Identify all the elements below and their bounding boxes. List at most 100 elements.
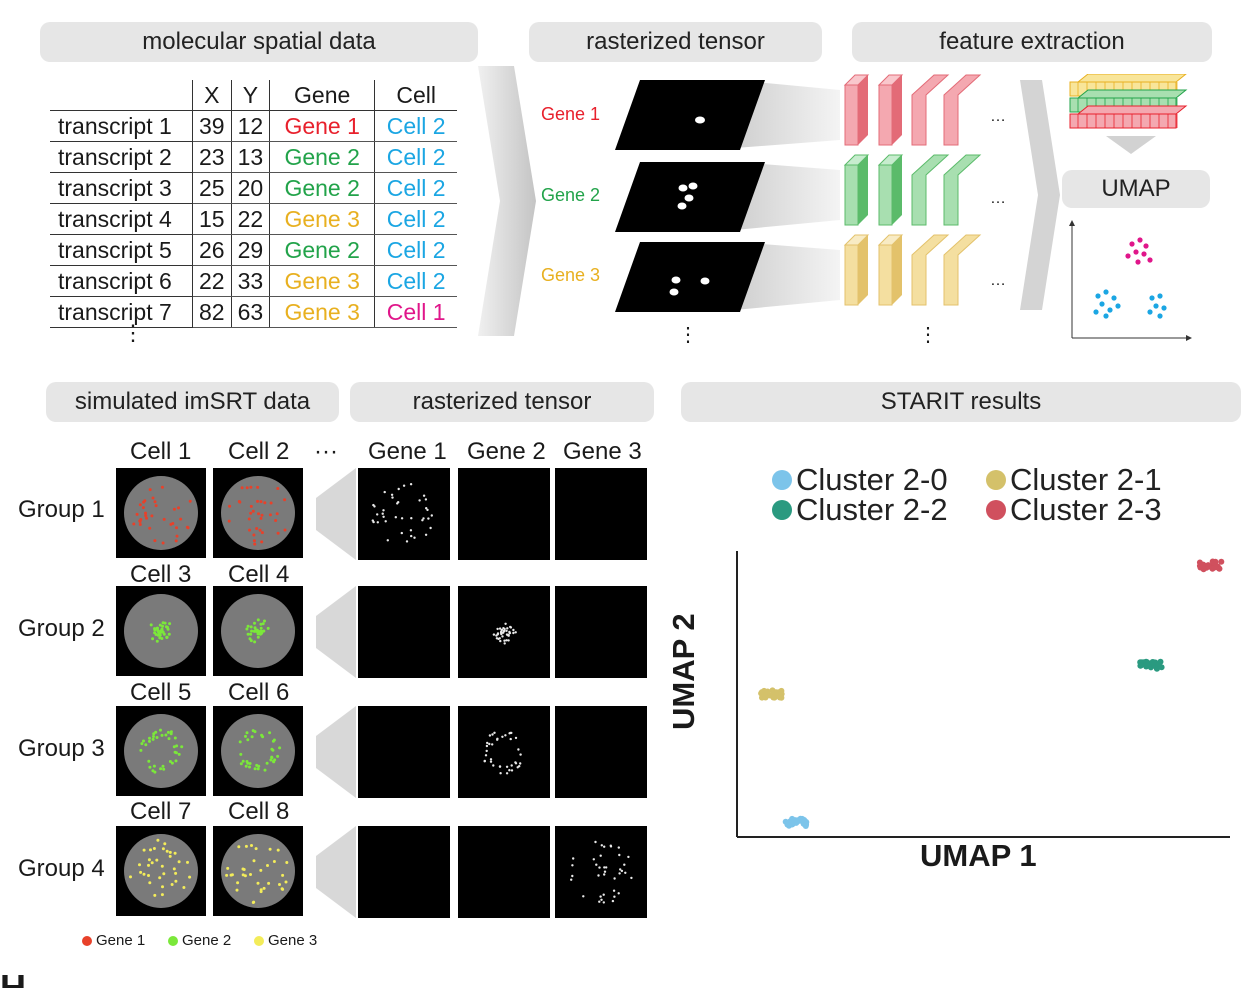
umap-point-cluster-1 <box>776 694 783 701</box>
table-header-empty <box>50 80 193 111</box>
umap-point-cluster-0 <box>799 815 806 822</box>
umap-point-cluster-0 <box>802 823 809 829</box>
mini-umap-point <box>1129 241 1135 247</box>
mini-umap-point <box>1099 301 1105 307</box>
slice-dot <box>695 116 705 124</box>
feature-ellipsis-2: … <box>990 190 1006 207</box>
mini-umap-point <box>1093 309 1099 315</box>
cell-cell: Cell 2 <box>374 110 458 142</box>
y-value-cell: 63 <box>230 296 270 328</box>
gene-raster-box <box>458 706 550 798</box>
mini-umap-point <box>1153 303 1159 309</box>
sim-legend-gene2: Gene 2 <box>168 932 231 949</box>
umap-point-cluster-2 <box>1149 659 1156 665</box>
x-value-cell: 22 <box>192 265 232 297</box>
gene-raster-box <box>358 586 450 678</box>
mini-umap-point <box>1161 305 1167 311</box>
raster-vdots: ⋮ <box>678 324 698 346</box>
projection-beam-3 <box>735 242 840 310</box>
gene-cell: Gene 3 <box>269 296 375 328</box>
transcript-name-cell: transcript 2 <box>50 141 193 173</box>
stack-layer-top <box>1076 105 1188 115</box>
transcript-name-cell: transcript 4 <box>50 203 193 235</box>
projection-beam-1 <box>735 80 840 148</box>
downward-arrowhead <box>1106 136 1156 154</box>
table-header-y: Y <box>230 80 270 111</box>
gene-cell: Gene 1 <box>269 110 375 142</box>
mini-umap-point <box>1125 253 1131 259</box>
y-value-cell: 33 <box>230 265 270 297</box>
transcript-name-cell: transcript 3 <box>50 172 193 204</box>
cluster-legend-2-0: Cluster 2-0 <box>772 462 948 498</box>
y-value-cell: 20 <box>230 172 270 204</box>
gene-raster-box <box>555 586 647 678</box>
table-vdots: ⋮ <box>122 320 144 345</box>
gene-cell: Gene 3 <box>269 203 375 235</box>
cluster-legend-2-2: Cluster 2-2 <box>772 492 948 528</box>
group-label-4: Group 4 <box>18 855 105 882</box>
mini-umap-point <box>1103 313 1109 319</box>
slice-dot <box>684 194 694 202</box>
starit-results-header: STARIT results <box>681 382 1241 422</box>
gene-cell: Gene 2 <box>269 172 375 204</box>
mini-umap-point <box>1157 293 1163 299</box>
gene-cell: Gene 2 <box>269 141 375 173</box>
cell-image <box>116 826 206 916</box>
gene-raster-box <box>458 586 550 678</box>
table-header-gene: Gene <box>269 80 375 111</box>
umap-point-cluster-1 <box>773 689 780 696</box>
raster-gene-label-2: Gene 2 <box>541 185 601 205</box>
umap-point-cluster-2 <box>1144 661 1151 668</box>
mini-umap-point <box>1107 307 1113 313</box>
cell-image <box>213 826 303 916</box>
umap-point-cluster-1 <box>763 689 769 695</box>
gene-raster-box <box>358 706 450 798</box>
feature-blocks-gene3 <box>843 234 982 306</box>
cell-cell: Cell 2 <box>374 265 458 297</box>
gene-raster-box <box>458 826 550 918</box>
group-label-1: Group 1 <box>18 496 105 523</box>
slice-dot <box>677 202 687 210</box>
cell-cell: Cell 2 <box>374 203 458 235</box>
umap-point-cluster-0 <box>794 818 801 825</box>
umap-point-cluster-3 <box>1209 565 1216 572</box>
y-value-cell: 12 <box>230 110 270 142</box>
gene-header-2: Gene 2 <box>467 438 546 465</box>
feature-extraction-header: feature extraction <box>852 22 1212 62</box>
cell-dish <box>221 476 295 550</box>
x-value-cell: 23 <box>192 141 232 173</box>
cell-dish <box>124 594 198 668</box>
transcript-name-cell: transcript 6 <box>50 265 193 297</box>
umap-point-cluster-2 <box>1155 662 1162 669</box>
raster-gene-label-3: Gene 3 <box>541 265 601 285</box>
umap-point-cluster-3 <box>1218 558 1225 565</box>
flow-chevron-1 <box>478 66 536 336</box>
gene-cell: Gene 2 <box>269 234 375 266</box>
gene-raster-box <box>555 468 647 560</box>
mini-umap-point <box>1111 295 1117 301</box>
slice-dot <box>669 288 679 296</box>
flow-chevron-2 <box>1020 80 1060 310</box>
cell-cell: Cell 1 <box>374 296 458 328</box>
umap-point-cluster-2 <box>1137 662 1144 669</box>
feature-ellipsis-1: … <box>990 108 1006 125</box>
feature-blocks-gene2 <box>843 154 982 226</box>
table-header-cell: Cell <box>374 80 458 111</box>
feature-vdots: ⋮ <box>918 324 938 346</box>
gene-raster-box <box>555 706 647 798</box>
slice-dot <box>671 276 681 284</box>
cell-cell: Cell 2 <box>374 141 458 173</box>
umap-point-cluster-1 <box>762 693 769 700</box>
group-label-2: Group 2 <box>18 615 105 642</box>
cell-dish <box>221 594 295 668</box>
stack-layer-top <box>1076 89 1188 99</box>
projection-beam <box>316 586 356 678</box>
mini-umap-point <box>1147 257 1153 263</box>
umap-point-cluster-3 <box>1210 559 1217 565</box>
x-value-cell: 25 <box>192 172 232 204</box>
umap-x-label: UMAP 1 <box>920 838 1037 873</box>
